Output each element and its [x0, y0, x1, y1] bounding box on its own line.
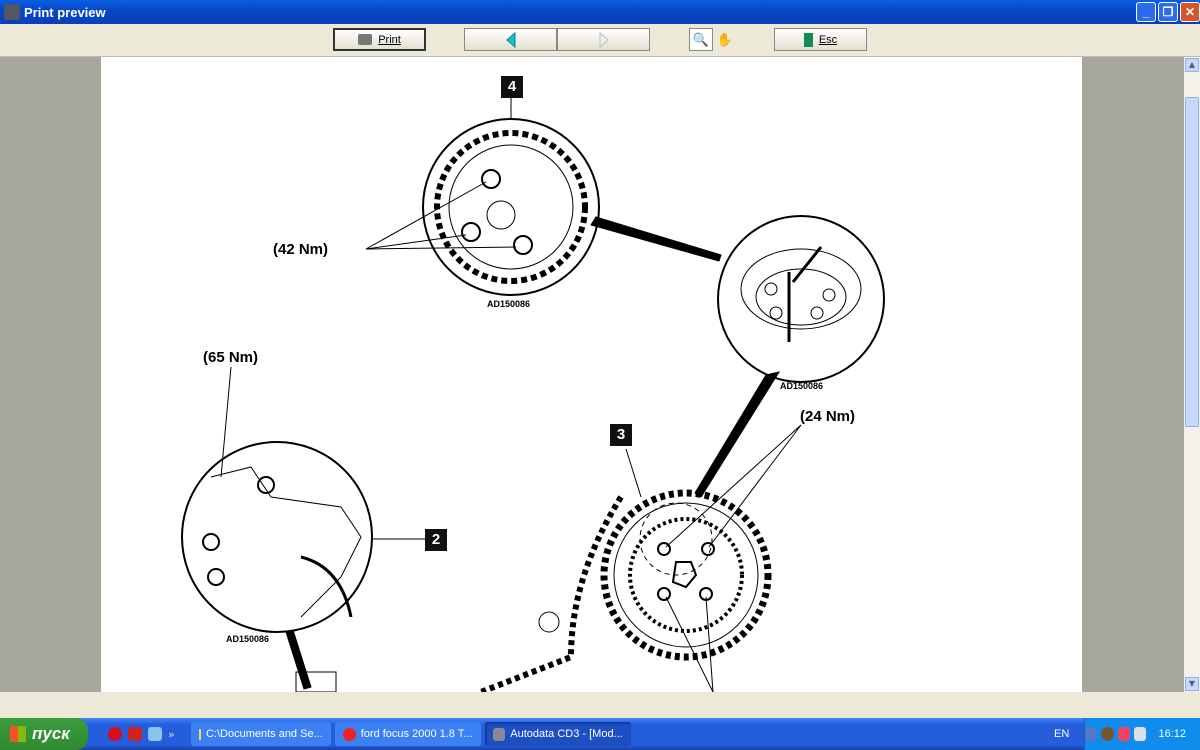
torque-label-24: (24 Nm)	[800, 408, 856, 425]
torque-label-65: (65 Nm)	[203, 349, 259, 366]
print-label: Print	[378, 33, 401, 46]
network-icon[interactable]	[1085, 727, 1098, 741]
scroll-thumb[interactable]	[1185, 97, 1199, 427]
detail-view-tensioner	[181, 366, 426, 692]
arrow-right-icon	[599, 31, 609, 48]
exit-door-icon	[803, 32, 813, 47]
start-button[interactable]: пуск	[0, 718, 88, 750]
camshaft-sprocket	[365, 97, 600, 296]
task-button-browser[interactable]: ford focus 2000 1.8 T...	[334, 722, 481, 746]
minimize-button[interactable]: _	[1136, 2, 1156, 22]
zoom-tool-button[interactable]: 🔍	[689, 28, 713, 51]
timing-belt-diagram	[181, 97, 885, 692]
internet-explorer-icon[interactable]	[148, 727, 162, 741]
folder-icon	[198, 728, 201, 740]
maximize-button[interactable]: ❐	[1158, 2, 1178, 22]
toolbar: Print 🔍 ✋ Esc	[0, 24, 1200, 57]
figure-code: AD150086	[487, 299, 531, 309]
figure-code: AD150086	[226, 634, 270, 644]
title-bar: Print preview _ ❐ ✕	[0, 0, 1200, 24]
app-icon[interactable]	[128, 727, 142, 741]
quick-launch: »	[108, 727, 175, 741]
vertical-scrollbar[interactable]: ▲ ▼	[1184, 57, 1200, 692]
task-label: Autodata CD3 - [Mod...	[510, 728, 623, 740]
callout-2: 2	[425, 529, 447, 551]
scroll-up-button[interactable]: ▲	[1185, 58, 1199, 72]
status-area	[0, 692, 1200, 718]
callout-4: 4	[501, 76, 523, 98]
task-label: C:\Documents and Se...	[205, 728, 323, 740]
torque-label-42: (42 Nm)	[273, 241, 329, 258]
esc-label: Esc	[818, 33, 838, 46]
crankshaft-sprocket	[479, 424, 802, 692]
previous-page-button[interactable]	[464, 28, 557, 51]
print-page: 4 3 2 (42 Nm) (65 Nm) (24 Nm) AD150086 A…	[101, 57, 1082, 692]
clock[interactable]: 16:12	[1158, 728, 1186, 740]
windows-logo-icon	[10, 726, 26, 742]
tray-app-icon[interactable]	[1117, 727, 1131, 741]
scroll-down-button[interactable]: ▼	[1185, 677, 1199, 691]
autodata-icon	[492, 727, 506, 741]
printer-icon	[358, 34, 373, 45]
language-indicator[interactable]: EN	[1054, 728, 1070, 740]
callout-3: 3	[610, 424, 632, 446]
print-button[interactable]: Print	[333, 28, 426, 51]
zoom-icon: 🔍	[692, 31, 710, 47]
window-title: Print preview	[24, 4, 106, 20]
task-button-explorer[interactable]: C:\Documents and Se...	[190, 722, 331, 746]
esc-button[interactable]: Esc	[774, 28, 867, 51]
next-page-button[interactable]	[557, 28, 650, 51]
pan-tool-button[interactable]: ✋	[713, 28, 737, 51]
task-label: ford focus 2000 1.8 T...	[360, 728, 473, 740]
opera-icon[interactable]	[108, 727, 122, 741]
app-icon	[4, 4, 20, 20]
task-button-autodata[interactable]: Autodata CD3 - [Mod...	[484, 722, 631, 746]
detail-view-crankshaft	[717, 215, 885, 383]
more-chevron-icon[interactable]: »	[168, 727, 175, 741]
preview-area: 4 3 2 (42 Nm) (65 Nm) (24 Nm) AD150086 A…	[0, 57, 1184, 692]
system-tray: 16:12	[1084, 718, 1200, 750]
start-label: пуск	[32, 724, 70, 743]
taskbar: пуск » C:\Documents and Se... ford focus…	[0, 718, 1200, 750]
volume-icon[interactable]	[1101, 727, 1114, 741]
safely-remove-icon[interactable]	[1134, 727, 1147, 741]
yandex-browser-icon	[342, 727, 356, 741]
hand-icon: ✋	[716, 31, 734, 47]
arrow-left-icon	[505, 31, 515, 48]
close-button[interactable]: ✕	[1180, 2, 1200, 22]
figure-code: AD150086	[780, 381, 824, 391]
